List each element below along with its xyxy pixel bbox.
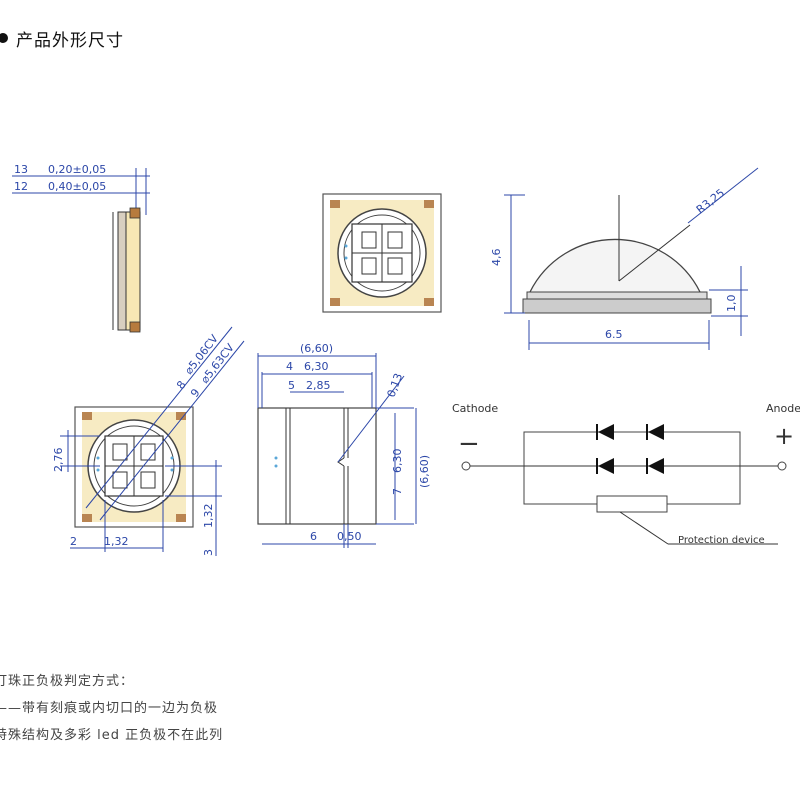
pad-dim7-num: 7 <box>391 488 404 495</box>
bottom-dim-text: 1,32 <box>104 535 129 548</box>
circuit-diagram: Cathode Anode − + Protection <box>452 402 800 546</box>
dim-12-num: 12 <box>14 180 28 193</box>
lens-base-height: 1,0 <box>725 295 738 313</box>
pad-view: (6,60) 4 6,30 5 2,85 0,13 6,30 7 (6,60) … <box>257 342 431 548</box>
pad-overall-v: (6,60) <box>418 455 431 488</box>
note-line: 特殊结构及多彩 led 正负极不在此列 <box>0 728 224 743</box>
pad-notch: 0,13 <box>385 372 406 399</box>
cathode-label: Cathode <box>452 402 498 415</box>
minus-sign: − <box>458 429 480 459</box>
bullet-icon <box>0 33 8 43</box>
lens-view: R3,25 4,6 1,0 6.5 <box>490 167 759 350</box>
protection-label: Protection device <box>678 535 765 546</box>
pad-dim4-text: 6,30 <box>304 360 329 373</box>
dim-12-text: 0,40±0,05 <box>48 180 106 193</box>
pad-dim6-text: 0,50 <box>337 530 362 543</box>
dim-13-text: 0,20±0,05 <box>48 163 106 176</box>
pad-dim4-num: 4 <box>286 360 293 373</box>
bottom-d2-num: 9 <box>188 386 203 400</box>
dim-13-num: 13 <box>14 163 28 176</box>
pad-dim5-text: 2,85 <box>306 379 331 392</box>
pad-dim7-text: 6,30 <box>391 449 404 474</box>
diode-icon <box>646 458 664 474</box>
top-view <box>322 193 442 313</box>
diode-icon <box>596 424 614 440</box>
pad-dim5-num: 5 <box>288 379 295 392</box>
bottom-left-dim: 2,76 <box>52 448 65 473</box>
bottom-right-num: 3 <box>202 549 215 556</box>
note-line: 灯珠正负极判定方式： <box>0 674 135 689</box>
lens-radius: R3,25 <box>694 186 727 216</box>
diode-icon <box>596 458 614 474</box>
section-title: 产品外形尺寸 <box>16 30 124 51</box>
protection-device-symbol <box>596 495 668 513</box>
bottom-d1-num: 8 <box>174 378 189 392</box>
diode-icon <box>646 424 664 440</box>
section-header: 产品外形尺寸 <box>0 24 124 52</box>
plus-sign: + <box>774 422 794 450</box>
note-line: ——带有刻痕或内切口的一边为负极 <box>0 701 219 716</box>
pad-overall: (6,60) <box>300 342 333 355</box>
bottom-dim-num: 2 <box>70 535 77 548</box>
pad-dim6-num: 6 <box>310 530 317 543</box>
lens-height: 4,6 <box>490 249 503 267</box>
side-view: 13 0,20±0,05 12 0,40±0,05 <box>12 163 150 333</box>
polarity-notes: 灯珠正负极判定方式： ——带有刻痕或内切口的一边为负极 特殊结构及多彩 led … <box>0 668 414 749</box>
bottom-right-dim: 1,32 <box>202 504 215 529</box>
bottom-view: 8 ⌀5,06CV 9 ⌀5,63CV 2,76 2 1,32 1,32 3 <box>52 326 245 556</box>
anode-label: Anode <box>766 402 800 415</box>
lens-width: 6.5 <box>605 328 623 341</box>
